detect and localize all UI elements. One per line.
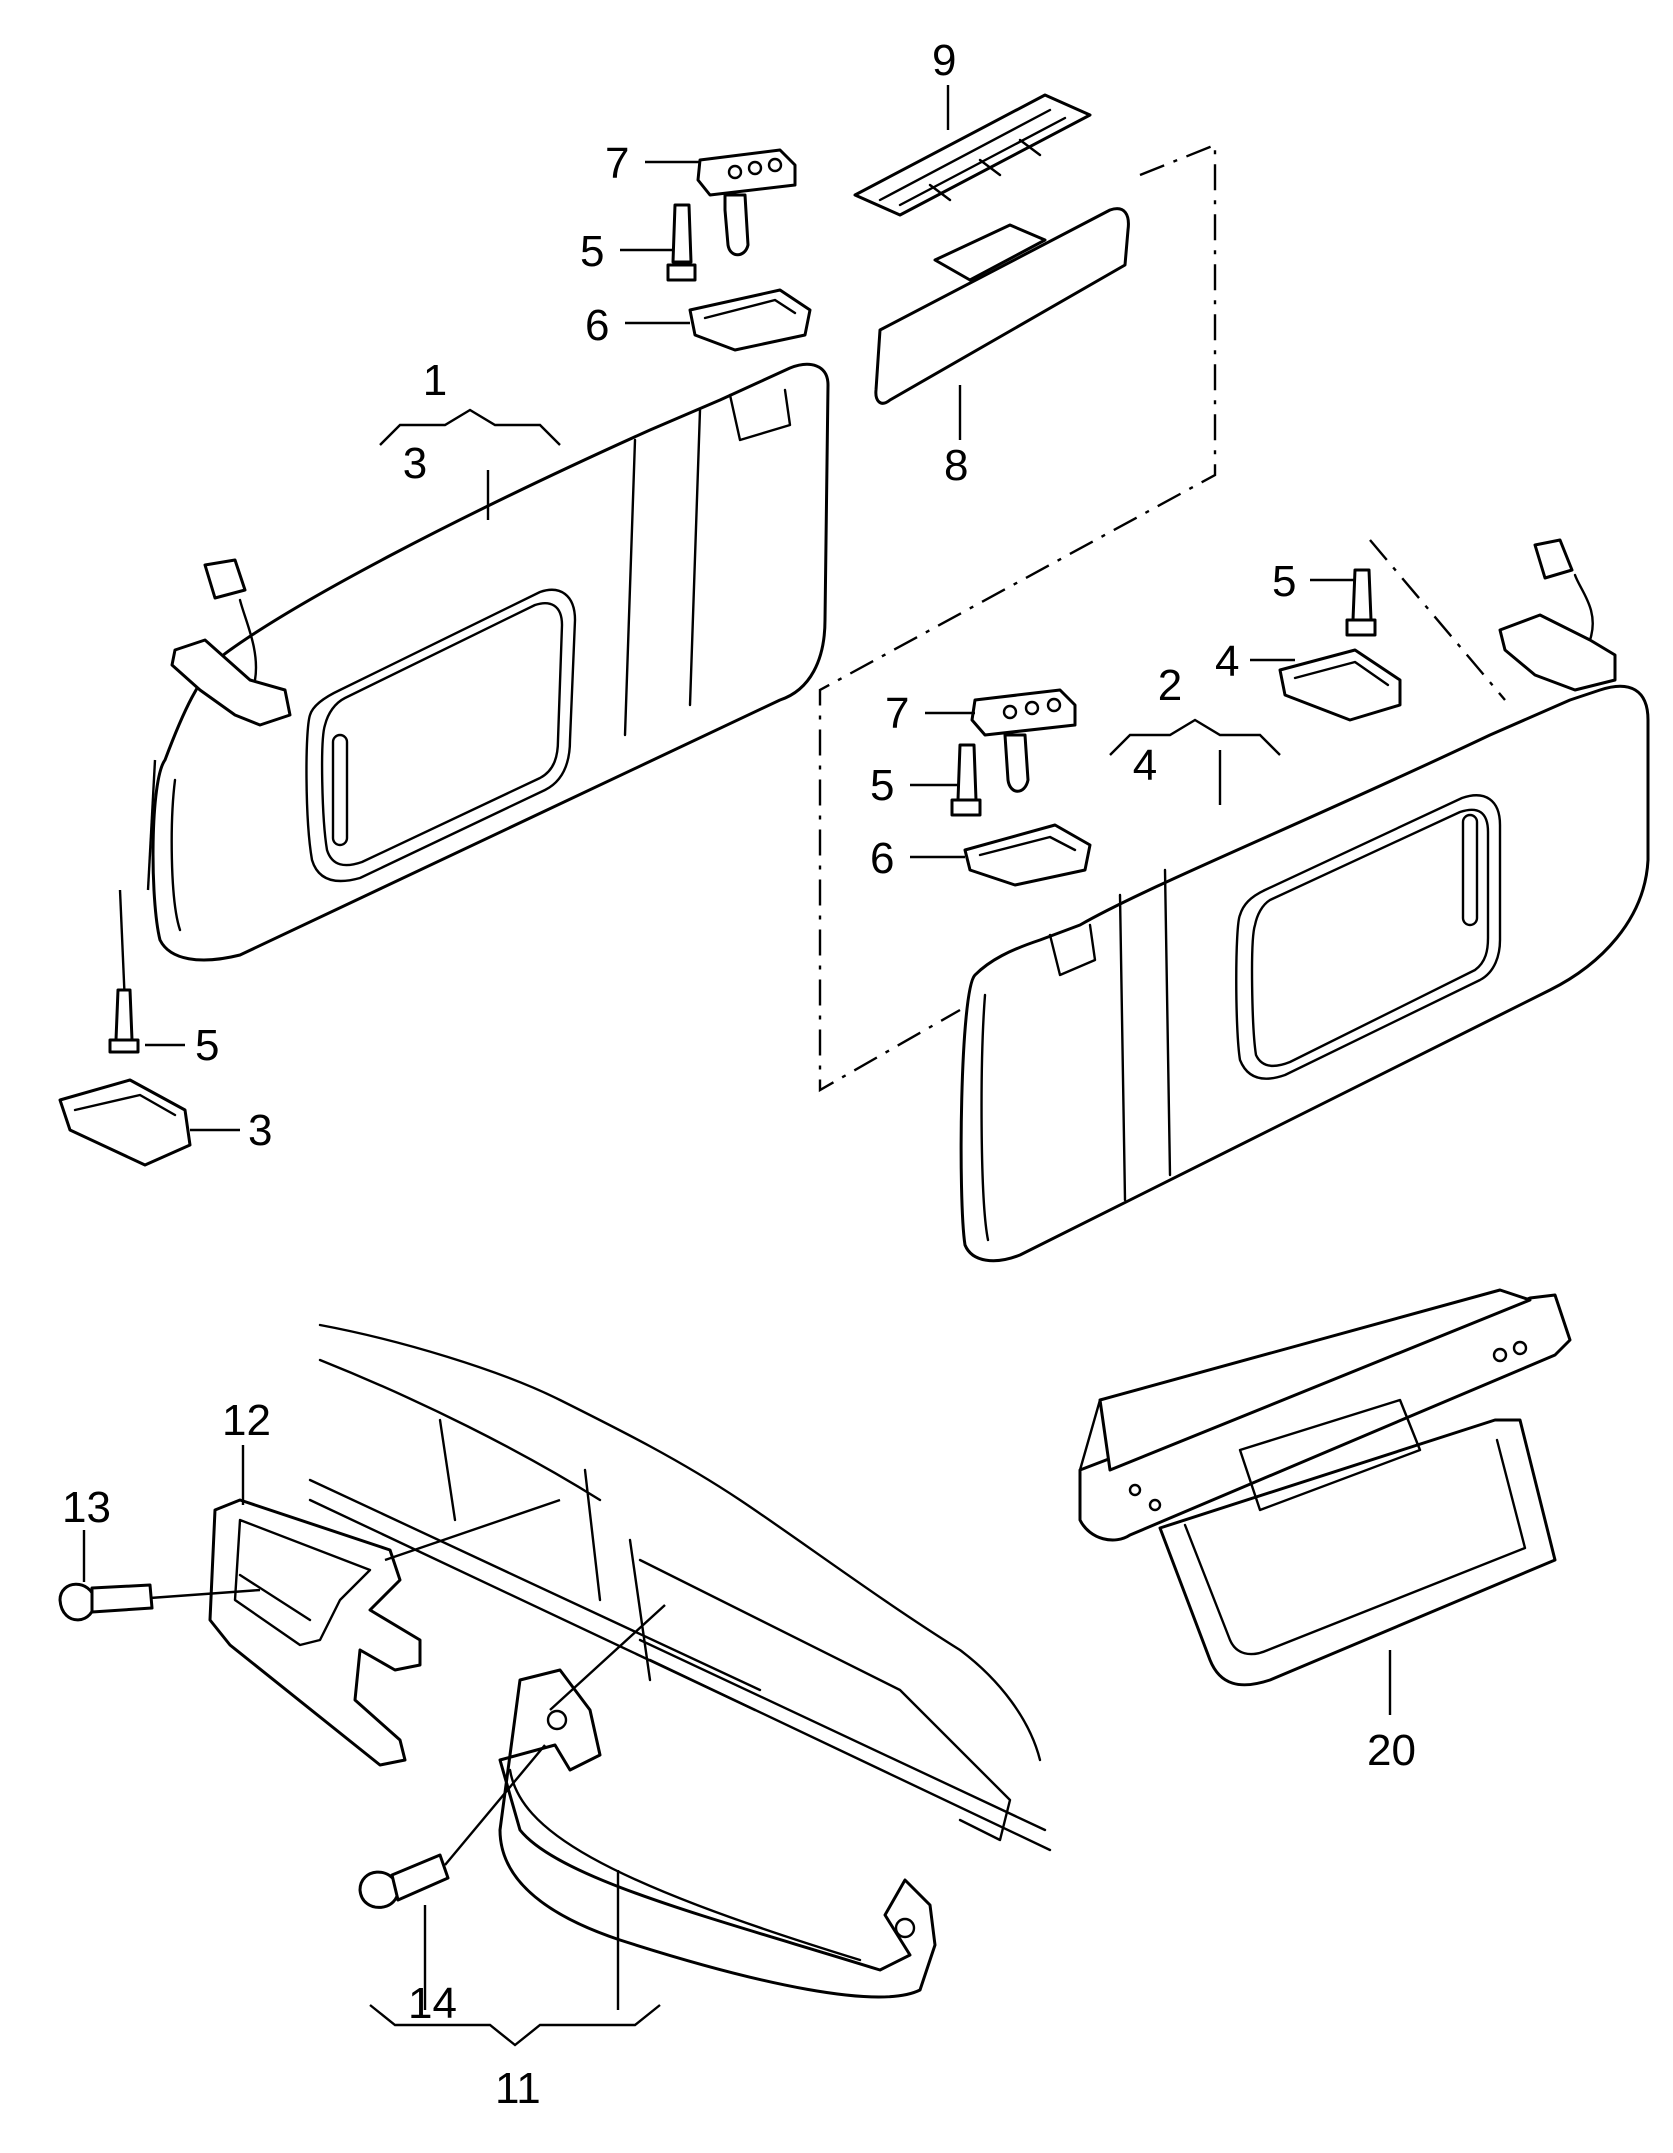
callout-label: 5 (580, 227, 604, 276)
upper-screw-5: 5 (580, 203, 697, 282)
callout-label: 11 (495, 2064, 541, 2113)
bracket-9: 9 (853, 36, 1092, 217)
callout-label: 1 (423, 356, 447, 405)
left-mount-screw: 5 (108, 759, 219, 1070)
right-cap-4: 4 (1215, 637, 1402, 722)
callout-label: 3 (248, 1106, 272, 1155)
left-cover-cap: 3 (58, 1078, 272, 1167)
callout-label: 5 (195, 1021, 219, 1070)
callout-label: 13 (62, 1483, 111, 1532)
upper-cap-6: 6 (585, 288, 812, 352)
assembly-outline (1369, 539, 1506, 701)
vanity-unit-20: 20 (1078, 1288, 1572, 1775)
callout-2-4: 2 4 (1109, 661, 1281, 805)
callout-label: 4 (1215, 637, 1239, 686)
callout-label: 5 (1272, 557, 1296, 606)
assembly-outline (818, 143, 1217, 1093)
hook-12: 12 (208, 1396, 561, 1767)
callout-label: 6 (585, 301, 609, 350)
mirror-8: 8 (874, 207, 1130, 490)
callout-label: 20 (1367, 1726, 1416, 1775)
callout-label: 9 (932, 36, 956, 85)
roof-rail (308, 1323, 1052, 1852)
callout-label: 4 (1133, 741, 1157, 790)
callout-label: 12 (222, 1396, 271, 1445)
callout-label: 2 (1158, 661, 1182, 710)
callout-label: 14 (408, 1979, 457, 2028)
right-cap-6: 6 (870, 823, 1092, 887)
screw-13: 13 (58, 1483, 261, 1622)
right-top-screw: 5 (1272, 557, 1377, 637)
callout-label: 3 (403, 439, 427, 488)
right-sun-visor (959, 538, 1650, 1263)
upper-clip-7: 7 (605, 139, 797, 257)
right-screw-5: 5 (870, 743, 982, 817)
callout-label: 7 (605, 139, 629, 188)
grab-handle-11 (498, 1604, 937, 1999)
callout-11-14: 14 11 (369, 1870, 661, 2113)
right-clip-7: 7 (885, 688, 1077, 793)
left-sun-visor (151, 362, 830, 962)
callout-label: 5 (870, 761, 894, 810)
callout-label: 8 (944, 441, 968, 490)
screw-14 (358, 1744, 546, 2010)
callout-1-3: 1 3 (379, 356, 561, 520)
callout-label: 7 (885, 689, 909, 738)
callout-label: 6 (870, 834, 894, 883)
